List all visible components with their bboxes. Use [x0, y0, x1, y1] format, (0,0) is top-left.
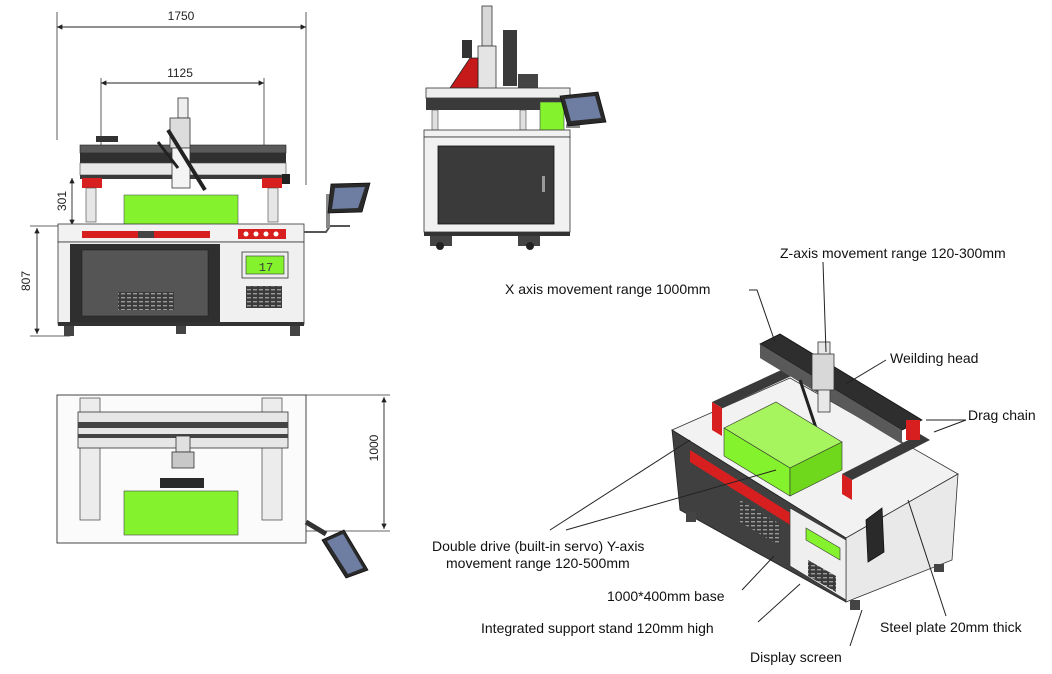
- dimension-depth: 1000: [367, 434, 381, 461]
- side-workpiece: [539, 101, 565, 133]
- front-screen-text: 17: [259, 261, 273, 275]
- callout-leaders: [549, 261, 967, 647]
- isometric-view: [671, 333, 959, 610]
- label-display-screen: Display screen: [750, 649, 842, 665]
- label-y-axis-line2: movement range 120-500mm: [446, 555, 630, 571]
- label-base: 1000*400mm base: [607, 588, 725, 604]
- label-y-axis-line1: Double drive (built-in servo) Y-axis: [432, 538, 644, 554]
- dimension-width-inner: 1125: [167, 66, 193, 80]
- top-workpiece: [123, 490, 239, 536]
- dimension-height-base: 807: [19, 271, 33, 291]
- front-workpiece: [123, 194, 239, 226]
- callout-labels: Z-axis movement range 120-300mm X axis m…: [432, 245, 1036, 665]
- label-steel-plate: Steel plate 20mm thick: [880, 619, 1023, 635]
- dimension-width-total: 1750: [168, 9, 195, 23]
- top-view: 1000: [56, 394, 390, 579]
- dimension-height-upper: 301: [55, 191, 69, 211]
- front-view: 1750 1125 301 807: [19, 9, 371, 337]
- label-support-stand: Integrated support stand 120mm high: [481, 620, 714, 636]
- label-z-axis: Z-axis movement range 120-300mm: [780, 245, 1006, 261]
- side-view: [423, 5, 607, 250]
- label-welding-head: Weilding head: [890, 350, 978, 366]
- label-drag-chain: Drag chain: [968, 407, 1036, 423]
- label-x-axis: X axis movement range 1000mm: [505, 281, 710, 297]
